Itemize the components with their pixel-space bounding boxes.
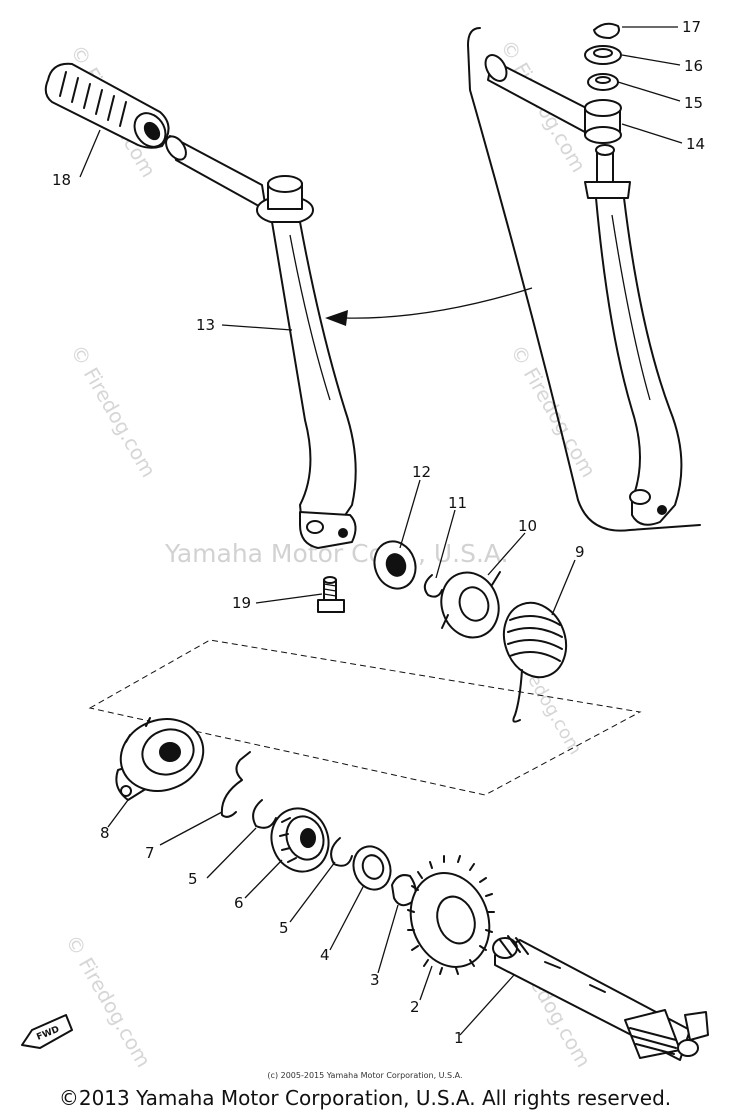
callout-5-lower: 5 xyxy=(279,919,289,937)
fwd-direction-arrow: FWD xyxy=(21,1014,73,1049)
callout-11: 11 xyxy=(448,494,467,512)
part-17-circlip xyxy=(593,22,620,39)
callout-4: 4 xyxy=(320,946,330,964)
part-18-grip xyxy=(44,62,170,149)
part-13-kick-lever xyxy=(165,135,357,549)
part-7-clip xyxy=(220,751,251,818)
callout-13: 13 xyxy=(196,316,215,334)
part-4-washer xyxy=(352,845,392,891)
callout-numbers: 17 16 15 14 18 13 12 11 10 9 19 8 7 5 6 … xyxy=(52,18,705,1047)
inset-kick-lever xyxy=(484,54,683,526)
inset-outline xyxy=(467,27,701,532)
part-16-washer xyxy=(584,45,622,65)
callout-15: 15 xyxy=(684,94,703,112)
callout-18: 18 xyxy=(52,171,71,189)
callout-5-upper: 5 xyxy=(188,870,198,888)
watermark-site-3: © Firedog.com xyxy=(66,341,161,482)
callout-16: 16 xyxy=(684,57,703,75)
part-8-housing xyxy=(115,717,205,801)
callout-2: 2 xyxy=(410,998,420,1016)
pointer-arrow-head xyxy=(325,310,348,326)
diagram-copyright-small: (c) 2005-2015 Yamaha Motor Corporation, … xyxy=(267,1071,463,1080)
part-2-kick-gear xyxy=(407,855,495,975)
pointer-arrow-line xyxy=(344,287,533,319)
part-1-kick-axle xyxy=(492,935,709,1061)
watermark-site-6: © Firedog.com xyxy=(61,931,156,1072)
callout-17: 17 xyxy=(682,18,701,36)
callout-1: 1 xyxy=(454,1029,464,1047)
callout-7: 7 xyxy=(145,844,155,862)
callout-12: 12 xyxy=(412,463,431,481)
callout-14: 14 xyxy=(686,135,705,153)
leader-lines xyxy=(79,26,683,1036)
part-10-spring-guide xyxy=(440,571,501,639)
part-19-bolt xyxy=(317,576,345,613)
part-5-circlip-upper xyxy=(252,799,277,829)
part-15-washer xyxy=(587,73,619,91)
footer-copyright: ©2013 Yamaha Motor Corporation, U.S.A. A… xyxy=(58,1086,672,1110)
part-12-oil-seal xyxy=(373,540,417,590)
part-6-ratchet xyxy=(270,807,330,873)
callout-10: 10 xyxy=(518,517,537,535)
assembly-dashed-box xyxy=(88,639,642,796)
callout-3: 3 xyxy=(370,971,380,989)
watermark-site-4: © Firedog.com xyxy=(506,341,601,482)
callout-8: 8 xyxy=(100,824,110,842)
callout-19: 19 xyxy=(232,594,251,612)
callout-6: 6 xyxy=(234,894,244,912)
part-5-circlip-lower xyxy=(330,837,353,867)
part-9-torsion-spring xyxy=(502,601,568,723)
callout-9: 9 xyxy=(575,543,585,561)
watermark-layer: © Firedog.com © Firedog.com © Firedog.co… xyxy=(61,36,601,1072)
part-11-circlip xyxy=(423,574,443,598)
